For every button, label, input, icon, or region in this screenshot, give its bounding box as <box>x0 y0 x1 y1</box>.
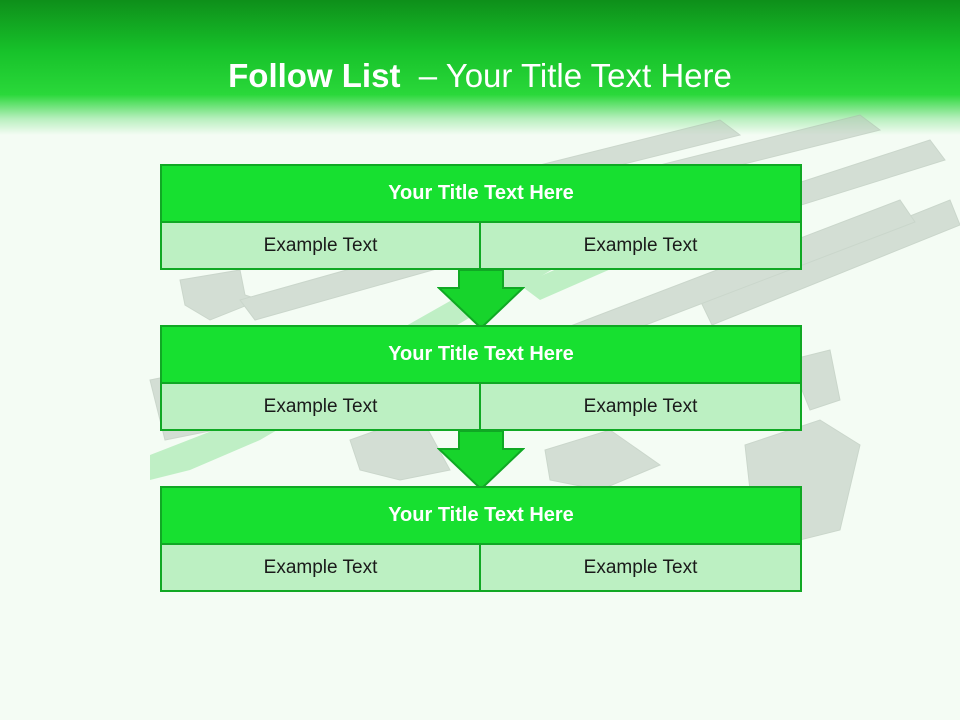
header-band <box>0 0 960 135</box>
block-row: Example Text Example Text <box>160 384 802 431</box>
block-row: Example Text Example Text <box>160 223 802 270</box>
block-cell-left: Example Text <box>160 545 481 592</box>
page-title: Follow List – Your Title Text Here <box>0 52 960 100</box>
list-block-2: Your Title Text Here Example Text Exampl… <box>160 325 802 431</box>
block-title: Your Title Text Here <box>160 486 802 545</box>
list-block-1: Your Title Text Here Example Text Exampl… <box>160 164 802 270</box>
down-arrow-icon <box>437 431 525 491</box>
down-arrow-icon <box>437 270 525 330</box>
block-cell-right: Example Text <box>481 384 802 431</box>
title-rest: – Your Title Text Here <box>400 57 732 94</box>
block-row: Example Text Example Text <box>160 545 802 592</box>
list-block-3: Your Title Text Here Example Text Exampl… <box>160 486 802 592</box>
block-title: Your Title Text Here <box>160 325 802 384</box>
block-cell-left: Example Text <box>160 384 481 431</box>
block-cell-right: Example Text <box>481 223 802 270</box>
block-cell-right: Example Text <box>481 545 802 592</box>
block-title: Your Title Text Here <box>160 164 802 223</box>
block-cell-left: Example Text <box>160 223 481 270</box>
title-bold: Follow List <box>228 57 401 94</box>
